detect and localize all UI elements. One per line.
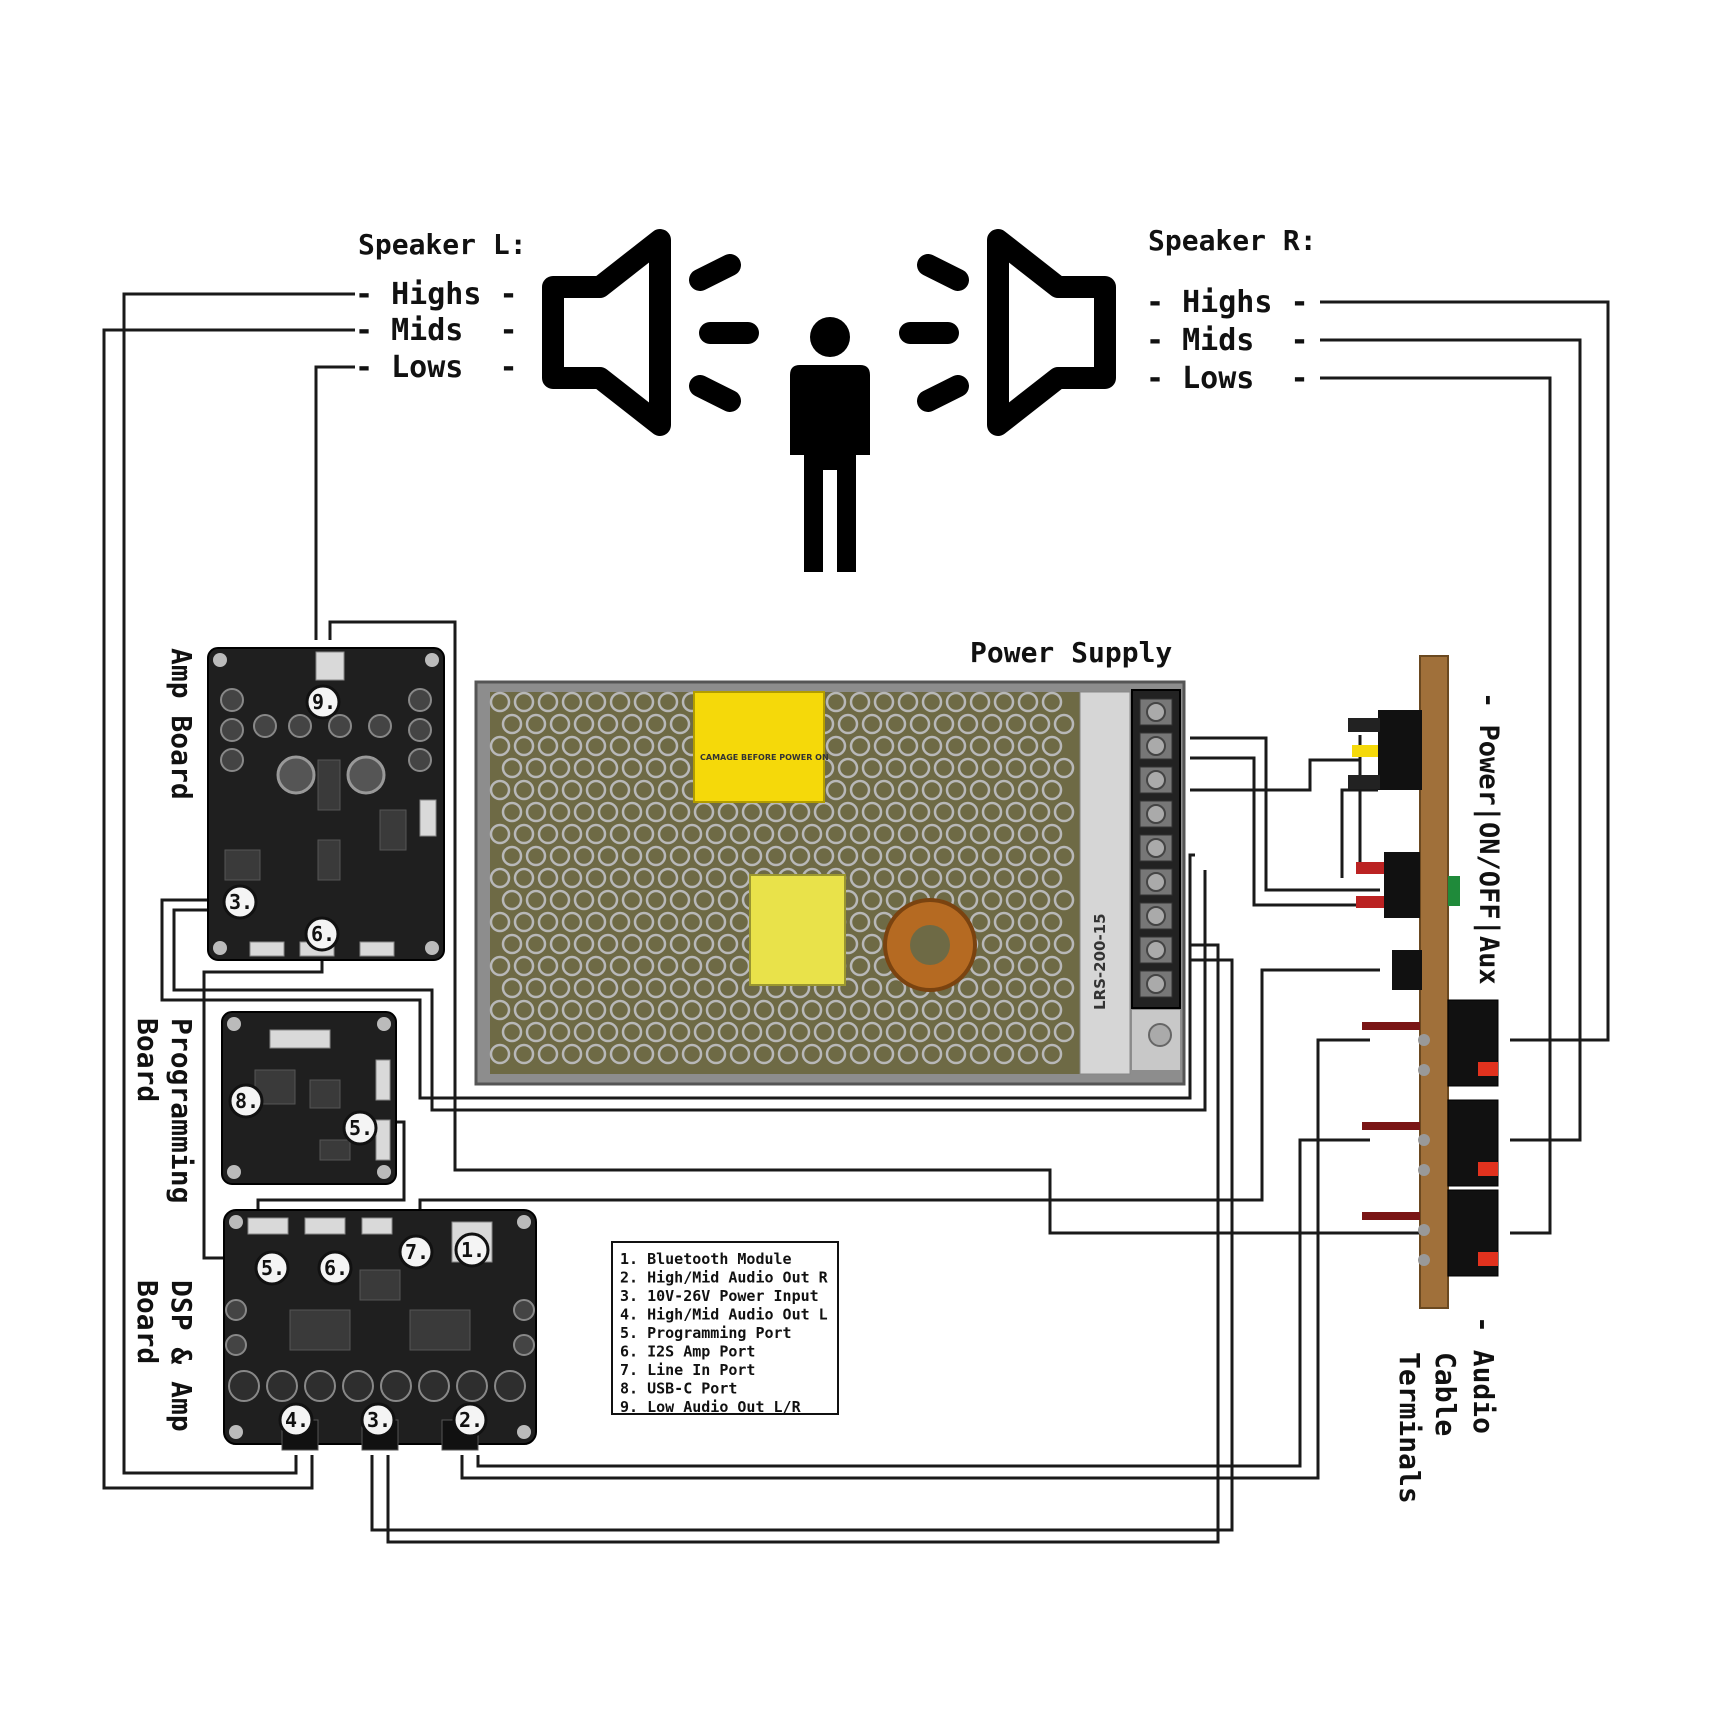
terminals-label-2: Cable	[1429, 1352, 1462, 1436]
wire-amp-power	[160, 853, 1195, 1100]
dsp-badge-7: 7.	[398, 1234, 434, 1270]
wire-amp-low	[328, 620, 1420, 1235]
speaker-right-highs: - Highs -	[1146, 285, 1309, 320]
svg-text:9.: 9.	[312, 690, 336, 714]
speaker-right-icon	[899, 229, 1116, 436]
legend-item: 9. Low Audio Out L/R	[620, 1398, 802, 1416]
speaker-left-mids: - Mids -	[355, 313, 518, 348]
psu-warning-text: CAMAGE BEFORE POWER ON	[700, 753, 829, 762]
wire-line-in	[418, 968, 1380, 1222]
svg-text:1.: 1.	[461, 1238, 485, 1262]
dsp-badge-3: 3.	[360, 1402, 396, 1438]
svg-text:5.: 5.	[349, 1116, 373, 1140]
wire-dsp-r-1	[460, 1038, 1370, 1480]
speaker-right-lows: - Lows -	[1146, 361, 1309, 396]
legend-item: 7. Line In Port	[620, 1361, 755, 1379]
programming-board-label-1: Programming	[165, 1018, 198, 1203]
dsp-badge-1: 1.	[454, 1232, 490, 1268]
amp-badge-3: 3.	[222, 884, 258, 920]
amp-capacitors	[220, 688, 432, 772]
legend-item: 5. Programming Port	[620, 1324, 792, 1342]
svg-text:4.: 4.	[285, 1408, 309, 1432]
wire-psu-switch-5	[1340, 788, 1378, 878]
svg-text:6.: 6.	[324, 1256, 348, 1280]
wire-psu-switch-1	[1190, 736, 1380, 892]
terminals-label-3: Terminals	[1393, 1352, 1426, 1504]
audio-cable-terminals[interactable]	[1362, 999, 1499, 1277]
on-off-rocker[interactable]	[1384, 852, 1420, 918]
psu-model: LRS-200-15	[1091, 913, 1109, 1010]
programming-board	[221, 1011, 397, 1185]
dsp-inductors	[225, 1299, 535, 1402]
psu-terminal-block	[1139, 698, 1173, 998]
prog-badge-5: 5.	[342, 1110, 378, 1146]
dsp-badge-4: 4.	[278, 1402, 314, 1438]
terminals-label-1: - Audio	[1467, 1316, 1500, 1434]
speaker-left-lows: - Lows -	[355, 350, 518, 385]
dsp-board-label-2: Board	[131, 1280, 164, 1364]
wires	[102, 292, 1610, 1544]
svg-text:7.: 7.	[405, 1240, 429, 1264]
person-icon	[790, 317, 870, 572]
wire-dsp-r-2	[476, 1138, 1370, 1468]
legend-item: 2. High/Mid Audio Out R	[620, 1269, 829, 1287]
wire-dsp-power-2	[386, 943, 1220, 1544]
aux-jack[interactable]	[1392, 950, 1422, 990]
wire-right-highs	[1320, 300, 1610, 1042]
switch-terminal-panel	[1348, 655, 1499, 1309]
amp-board-label: Amp Board	[165, 648, 198, 800]
wire-psu-switch-3	[1190, 758, 1360, 792]
legend-item: 4. High/Mid Audio Out L	[620, 1306, 828, 1324]
wire-amp-power-2	[172, 870, 1207, 1112]
speaker-right-mids: - Mids -	[1146, 323, 1309, 358]
wire-psu-switch-2	[1190, 756, 1380, 907]
legend-item: 1. Bluetooth Module	[620, 1250, 792, 1268]
svg-text:3.: 3.	[367, 1408, 391, 1432]
svg-text:2.: 2.	[459, 1408, 483, 1432]
wire-right-lows	[1320, 376, 1552, 1235]
speaker-right-title: Speaker R:	[1148, 224, 1317, 257]
legend-item: 8. USB-C Port	[620, 1380, 737, 1398]
svg-text:3.: 3.	[229, 890, 253, 914]
prog-badge-8: 8.	[228, 1083, 264, 1119]
dsp-badge-2: 2.	[452, 1402, 488, 1438]
amp-board	[207, 647, 445, 961]
svg-text:8.: 8.	[235, 1089, 259, 1113]
legend-item: 6. I2S Amp Port	[620, 1343, 755, 1361]
programming-board-label-2: Board	[131, 1018, 164, 1102]
wire-left-highs	[122, 292, 355, 1475]
wire-right-mids	[1320, 338, 1582, 1142]
power-switch-label: - Power|ON/OFF|Aux	[1473, 692, 1504, 985]
power-switch[interactable]	[1378, 710, 1422, 790]
amp-badge-6: 6.	[304, 916, 340, 952]
speaker-left-title: Speaker L:	[358, 228, 527, 261]
wire-left-mids	[102, 328, 355, 1490]
power-supply: CAMAGE BEFORE POWER ON LRS-200-15	[474, 680, 1186, 1086]
power-supply-label: Power Supply	[970, 636, 1172, 669]
amp-badge-9: 9.	[305, 684, 341, 720]
speaker-left-icon	[542, 229, 759, 436]
wire-left-lows	[314, 365, 355, 640]
legend-item: 3. 10V-26V Power Input	[620, 1287, 819, 1305]
dsp-board-label-1: DSP & Amp	[165, 1280, 198, 1432]
dsp-badge-6: 6.	[317, 1250, 353, 1286]
svg-text:5.: 5.	[261, 1256, 285, 1280]
svg-text:6.: 6.	[311, 922, 335, 946]
speaker-left-highs: - Highs -	[355, 277, 518, 312]
dsp-badge-5: 5.	[254, 1250, 290, 1286]
